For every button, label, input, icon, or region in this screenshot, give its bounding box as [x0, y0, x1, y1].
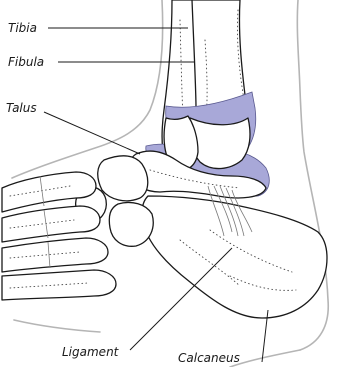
label-ligament: Ligament — [62, 345, 120, 359]
label-fibula: Fibula — [8, 55, 44, 69]
label-talus: Talus — [6, 101, 37, 115]
label-calcaneus: Calcaneus — [178, 351, 240, 365]
label-tibia: Tibia — [8, 21, 37, 35]
calcaneus-bone — [142, 196, 327, 318]
midfoot-bones — [76, 156, 154, 246]
talus-leader — [44, 112, 140, 154]
